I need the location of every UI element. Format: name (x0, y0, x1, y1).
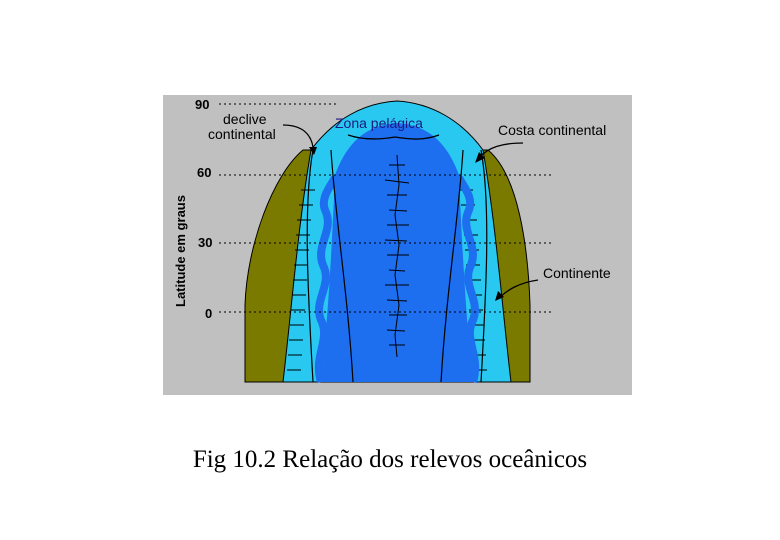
label-costa-continental: Costa continental (498, 122, 606, 138)
diagram-canvas: 90 60 30 0 Latitude em graus declive con… (173, 97, 611, 384)
label-continental: continental (208, 126, 276, 142)
slope-edge-left (314, 173, 340, 384)
latitude-lines (219, 103, 551, 313)
shelf-hatching-left (287, 189, 315, 371)
pointer-arrows (282, 124, 539, 298)
latitude-label-60: 60 (197, 165, 211, 180)
label-zona-pelagica: Zona pelágica (335, 115, 423, 131)
slope-edge-right (454, 173, 480, 384)
figure-caption: Fig 10.2 Relação dos relevos oceânicos (192, 446, 588, 473)
mid-ocean-ridge (384, 154, 410, 358)
latitude-label-90: 90 (195, 97, 209, 112)
label-continente: Continente (543, 265, 611, 281)
deep-ocean (321, 123, 473, 382)
trench-lines (306, 149, 488, 383)
ocean-relief-diagram: 90 60 30 0 Latitude em graus declive con… (163, 95, 632, 395)
label-declive: declive (223, 111, 267, 127)
arrow-heads (309, 147, 504, 301)
latitude-label-0: 0 (205, 306, 212, 321)
latitude-label-30: 30 (198, 235, 212, 250)
axis-title: Latitude em graus (173, 195, 188, 307)
